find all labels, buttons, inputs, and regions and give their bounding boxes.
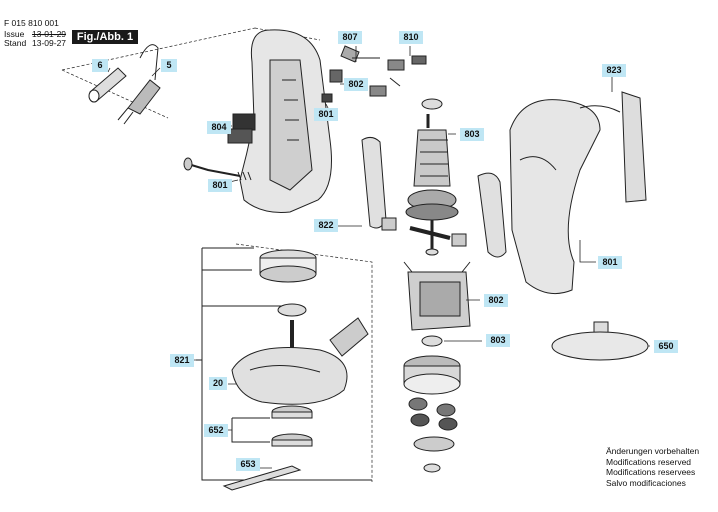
power-cable-part [117,44,161,125]
callout-653: 653 [236,458,260,471]
callout-802: 802 [344,78,368,91]
left-housing-half-part [239,29,332,213]
note-line: Modifications reserved [606,456,692,467]
callout-804: 804 [207,121,231,134]
housing-screw-part [183,157,252,181]
callout-802: 802 [484,294,508,307]
callout-810: 810 [399,31,423,44]
backing-pad-part [551,321,649,361]
issue-label: Issue [4,29,25,39]
switch-part [227,113,256,144]
side-grip-part [477,172,507,258]
gear-housing-part [403,355,461,395]
callout-821: 821 [170,354,194,367]
callout-801: 801 [598,256,622,269]
callout-803: 803 [460,128,484,141]
callout-822: 822 [314,219,338,232]
callout-823: 823 [602,64,626,77]
field-coil-part [403,261,471,331]
callout-801: 801 [208,179,232,192]
stand-date: 13-09-27 [32,38,67,48]
callout-20: 20 [209,377,227,390]
document-number: F 015 810 001 [4,18,59,28]
handle-grip-part [88,67,127,103]
note-line: Modifications reservees [606,467,696,477]
guard-part [231,317,369,405]
callout-801: 801 [314,108,338,121]
callout-652: 652 [204,424,228,437]
callout-803: 803 [486,334,510,347]
callout-807: 807 [338,31,362,44]
flange-parts [271,405,313,447]
issue-date: 13-01-29 [32,29,67,39]
callout-6: 6 [92,59,108,72]
bearing-part [421,335,443,347]
figure-label: Fig./Abb. 1 [72,30,138,44]
spanner-part [222,465,302,491]
stand-label: Stand [4,38,27,48]
lever-part [361,136,467,247]
right-housing-half-part [509,99,601,295]
brush-holder-parts [321,45,427,103]
modification-notes: Änderungen vorbehalten Modifications res… [606,446,699,488]
callout-650: 650 [654,340,678,353]
armature-part [405,98,459,256]
handle-cover-part [579,91,647,203]
note-line: Änderungen vorbehalten [606,446,700,456]
spindle-bearing-parts [259,249,317,367]
note-line: Salvo modificaciones [606,477,686,488]
callout-5: 5 [161,59,177,72]
gear-set-part [408,397,458,473]
